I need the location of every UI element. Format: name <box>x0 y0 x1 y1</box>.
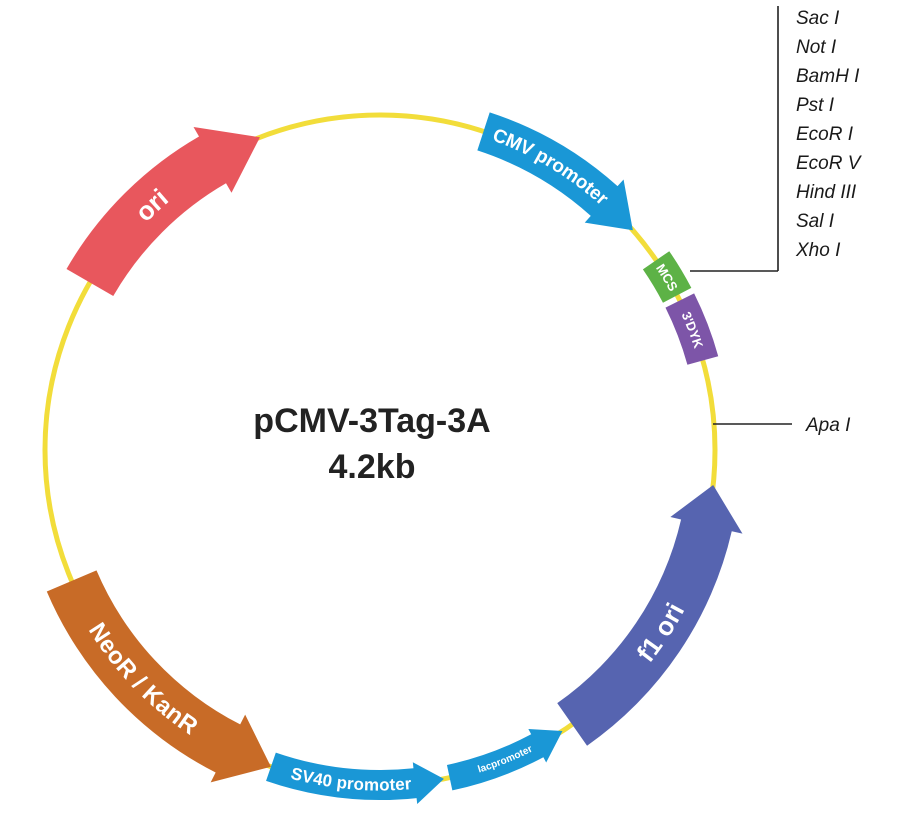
plasmid-size: 4.2kb <box>329 448 416 486</box>
cmv-promoter-feature-arrow <box>477 112 633 231</box>
sv40-promoter-feature-arrow <box>266 752 444 805</box>
site-bamh-i: BamH I <box>796 66 860 87</box>
f1-ori-feature-arrow <box>557 485 743 746</box>
dyk-tag-feature-block <box>665 293 719 365</box>
site-sal-i: Sal I <box>796 211 835 232</box>
ori-feature-arrow <box>66 126 260 296</box>
mcs-site-list: Sac I Not I BamH I Pst I EcoR I EcoR V H… <box>795 8 863 261</box>
mcs-feature-block <box>642 251 692 303</box>
site-pst-i: Pst I <box>796 95 835 116</box>
lac-promoter-feature-arrow <box>446 729 563 791</box>
neor-kanr-feature-arrow <box>46 570 271 783</box>
site-not-i: Not I <box>796 37 837 58</box>
site-hind-iii: Hind III <box>796 182 857 203</box>
site-sac-i: Sac I <box>796 8 840 29</box>
site-ecor-v: EcoR V <box>796 153 863 174</box>
site-apa-i: Apa I <box>805 415 851 436</box>
site-xho-i: Xho I <box>795 240 841 261</box>
site-ecor-i: EcoR I <box>796 124 854 145</box>
plasmid-name: pCMV-3Tag-3A <box>253 402 490 440</box>
